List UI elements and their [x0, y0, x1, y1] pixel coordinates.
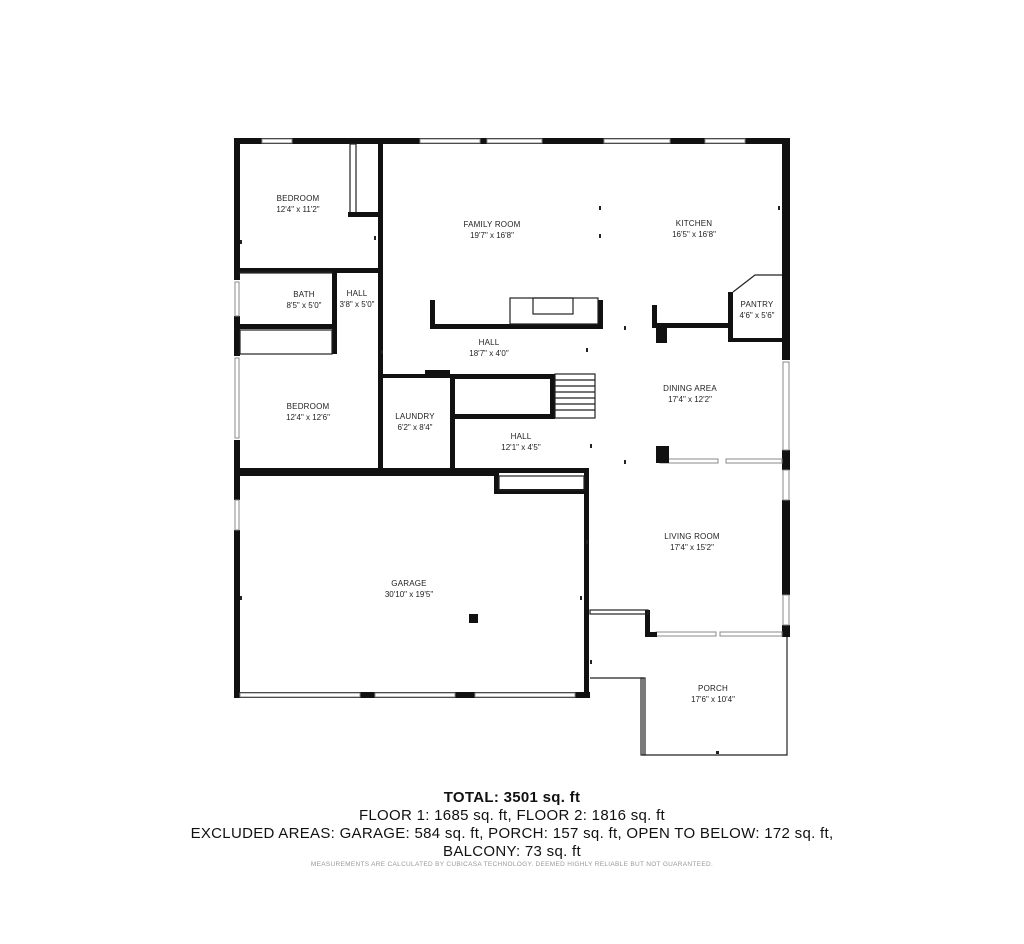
room-dims-porch: 17'6" x 10'4" — [691, 695, 735, 704]
floor-areas: FLOOR 1: 1685 sq. ft, FLOOR 2: 1816 sq. … — [358, 807, 666, 824]
room-dims-hall-main: 18'7" x 4'0" — [469, 349, 509, 358]
room-dims-laundry: 6'2" x 8'4" — [398, 423, 433, 432]
room-dims-bath: 8'5" x 5'0" — [287, 301, 322, 310]
room-dims-dining-area: 17'4" x 12'2" — [668, 395, 712, 404]
room-name-living-room: LIVING ROOM — [664, 532, 720, 541]
room-name-hall-main: HALL — [479, 338, 500, 347]
floor-plan: BEDROOM 12'4" x 11'2" FAMILY ROOM 19'7" … — [234, 138, 790, 756]
room-dims-hall-small: 3'8" x 5'0" — [340, 300, 375, 309]
room-name-kitchen: KITCHEN — [676, 219, 713, 228]
room-name-hall-lower: HALL — [511, 432, 532, 441]
room-name-bedroom: BEDROOM — [277, 194, 320, 203]
balcony-area: BALCONY: 73 sq. ft — [443, 843, 581, 860]
room-name-dining-area: DINING AREA — [663, 384, 717, 393]
excluded-areas: EXCLUDED AREAS: GARAGE: 584 sq. ft, PORC… — [190, 825, 834, 842]
room-name-hall-small: HALL — [347, 289, 368, 298]
interior-walls — [234, 143, 788, 756]
room-name-bath: BATH — [293, 290, 315, 299]
room-dims-hall-lower: 12'1" x 4'5" — [501, 443, 541, 452]
room-dims-kitchen: 16'5" x 16'8" — [672, 230, 716, 239]
room-labels: BEDROOM 12'4" x 11'2" FAMILY ROOM 19'7" … — [276, 194, 774, 704]
dimension-ticks — [240, 206, 780, 754]
room-name-laundry: LAUNDRY — [395, 412, 435, 421]
room-dims-family-room: 19'7" x 16'8" — [470, 231, 514, 240]
room-name-bedroom-2: BEDROOM — [287, 402, 330, 411]
room-name-pantry: PANTRY — [741, 300, 774, 309]
disclaimer: MEASUREMENTS ARE CALCULATED BY CUBICASA … — [310, 861, 714, 868]
room-name-porch: PORCH — [698, 684, 728, 693]
total-area: TOTAL: 3501 sq. ft — [443, 789, 581, 806]
windows — [234, 138, 790, 698]
room-dims-garage: 30'10" x 19'5" — [385, 590, 433, 599]
room-dims-living-room: 17'4" x 15'2" — [670, 543, 714, 552]
room-dims-pantry: 4'6" x 5'6" — [740, 311, 775, 320]
room-dims-bedroom-2: 12'4" x 12'6" — [286, 413, 330, 422]
room-dims-bedroom: 12'4" x 11'2" — [276, 205, 319, 214]
room-name-garage: GARAGE — [391, 579, 426, 588]
room-name-family-room: FAMILY ROOM — [463, 220, 520, 229]
